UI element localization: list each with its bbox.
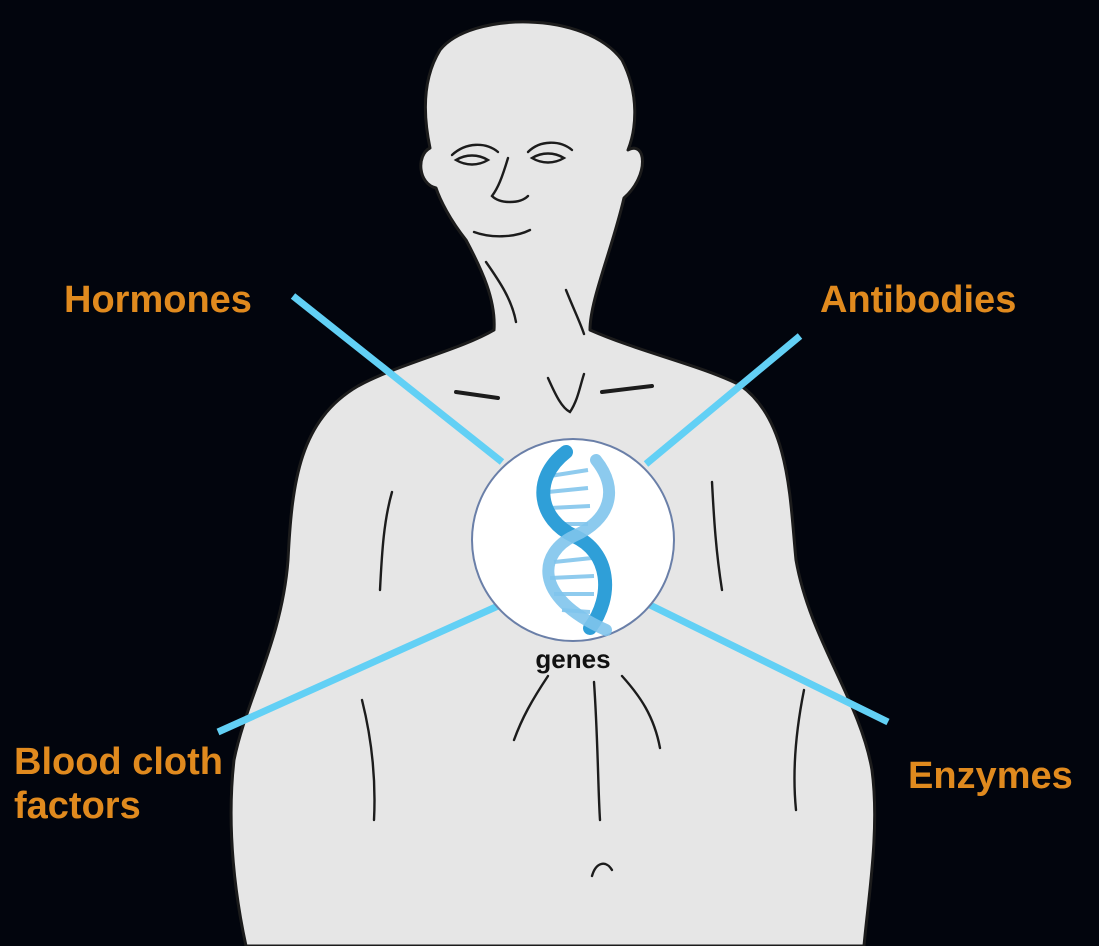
label-hormones: Hormones [64,278,252,322]
label-blood-cloth-factors: Blood cloth factors [14,740,223,828]
label-blood-line-1: Blood cloth [14,740,223,784]
label-blood-line-2: factors [14,784,223,828]
label-antibodies: Antibodies [820,278,1016,322]
label-genes: genes [504,644,642,674]
label-enzymes: Enzymes [908,754,1073,798]
